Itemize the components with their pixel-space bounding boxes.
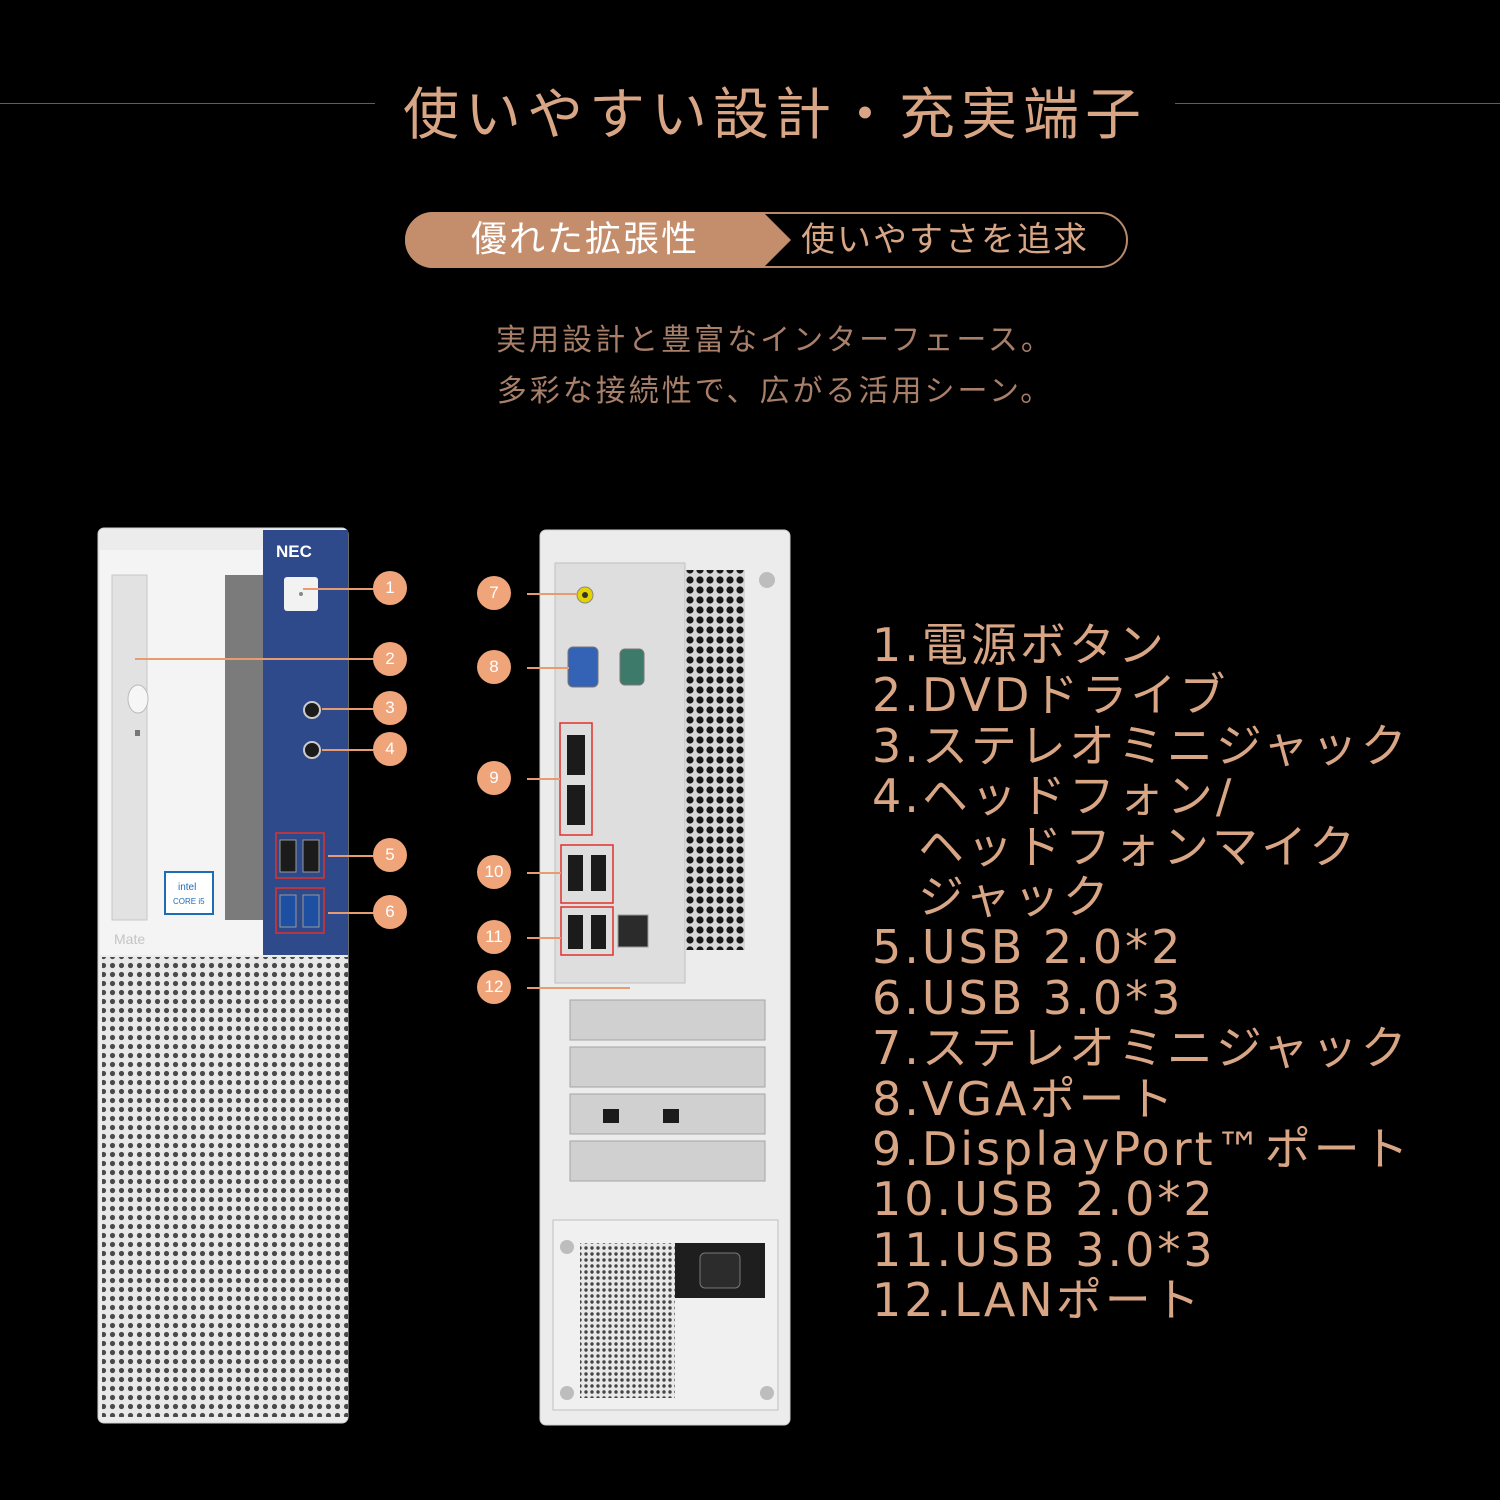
callout-4: 4 xyxy=(373,732,407,766)
legend-item-9: 9.DisplayPort™ポート xyxy=(872,1122,1412,1177)
feature-tag-left-bg xyxy=(405,212,791,268)
leader-line-5 xyxy=(328,855,375,857)
nec-logo: NEC xyxy=(276,542,312,561)
leader-line-9 xyxy=(527,778,560,780)
feature-tag-expandability: 優れた拡張性 xyxy=(470,219,699,260)
svg-text:CORE i5: CORE i5 xyxy=(173,897,205,906)
legend-item-4-cont-1: ヘッドフォンマイク xyxy=(918,819,1359,874)
svg-text:Mate: Mate xyxy=(114,931,145,947)
legend-item-1: 1.電源ボタン xyxy=(872,618,1167,672)
leader-line-11 xyxy=(527,937,561,939)
header-divider-right xyxy=(1175,103,1500,104)
legend-item-3: 3.ステレオミニジャック xyxy=(872,718,1410,773)
legend-item-7: 7.ステレオミニジャック xyxy=(872,1021,1410,1076)
legend-item-4-cont-2: ジャック xyxy=(918,870,1112,925)
leader-line-8 xyxy=(527,667,569,669)
legend-item-12: 12.LANポート xyxy=(872,1273,1203,1328)
callout-11: 11 xyxy=(477,920,511,954)
callout-5: 5 xyxy=(373,838,407,872)
callout-2: 2 xyxy=(373,642,407,676)
feature-tag-usability: 使いやすさを追求 xyxy=(801,220,1089,260)
callout-1: 1 xyxy=(373,571,407,605)
callout-9: 9 xyxy=(477,761,511,795)
callout-7: 7 xyxy=(477,576,511,610)
leader-line-7 xyxy=(527,593,577,595)
leader-line-2 xyxy=(135,658,375,660)
legend-item-11: 11.USB 3.0*3 xyxy=(872,1222,1216,1277)
legend-item-4: 4.ヘッドフォン/ xyxy=(872,769,1235,824)
subtitle-line-2: 多彩な接続性で、広がる活用シーン。 xyxy=(496,374,1054,409)
leader-line-1 xyxy=(303,588,375,590)
callout-10: 10 xyxy=(477,855,511,889)
subtitle-line-1: 実用設計と豊富なインターフェース。 xyxy=(496,323,1054,358)
legend-item-8: 8.VGAポート xyxy=(872,1071,1177,1126)
callout-8: 8 xyxy=(477,650,511,684)
leader-line-12 xyxy=(527,987,630,989)
legend-item-2: 2.DVDドライブ xyxy=(872,668,1229,723)
leader-line-6 xyxy=(328,912,375,914)
header-divider-left xyxy=(0,103,375,104)
callout-3: 3 xyxy=(373,691,407,725)
page-title: 使いやすい設計・充実端子 xyxy=(403,83,1147,148)
port-legend: 1.電源ボタン 2.DVDドライブ 3.ステレオミニジャック 4.ヘッドフォン/… xyxy=(872,620,1412,1326)
leader-line-3 xyxy=(322,708,375,710)
callout-12: 12 xyxy=(477,970,511,1004)
svg-text:intel: intel xyxy=(178,882,196,893)
legend-item-5: 5.USB 2.0*2 xyxy=(872,920,1184,975)
leader-line-10 xyxy=(527,872,561,874)
pc-rear-view xyxy=(539,529,791,1426)
pc-front-view: NEC intel CORE i5 Mate xyxy=(97,527,349,1424)
callout-6: 6 xyxy=(373,895,407,929)
legend-item-6: 6.USB 3.0*3 xyxy=(872,970,1184,1025)
leader-line-4 xyxy=(322,749,375,751)
legend-item-10: 10.USB 2.0*2 xyxy=(872,1172,1216,1227)
